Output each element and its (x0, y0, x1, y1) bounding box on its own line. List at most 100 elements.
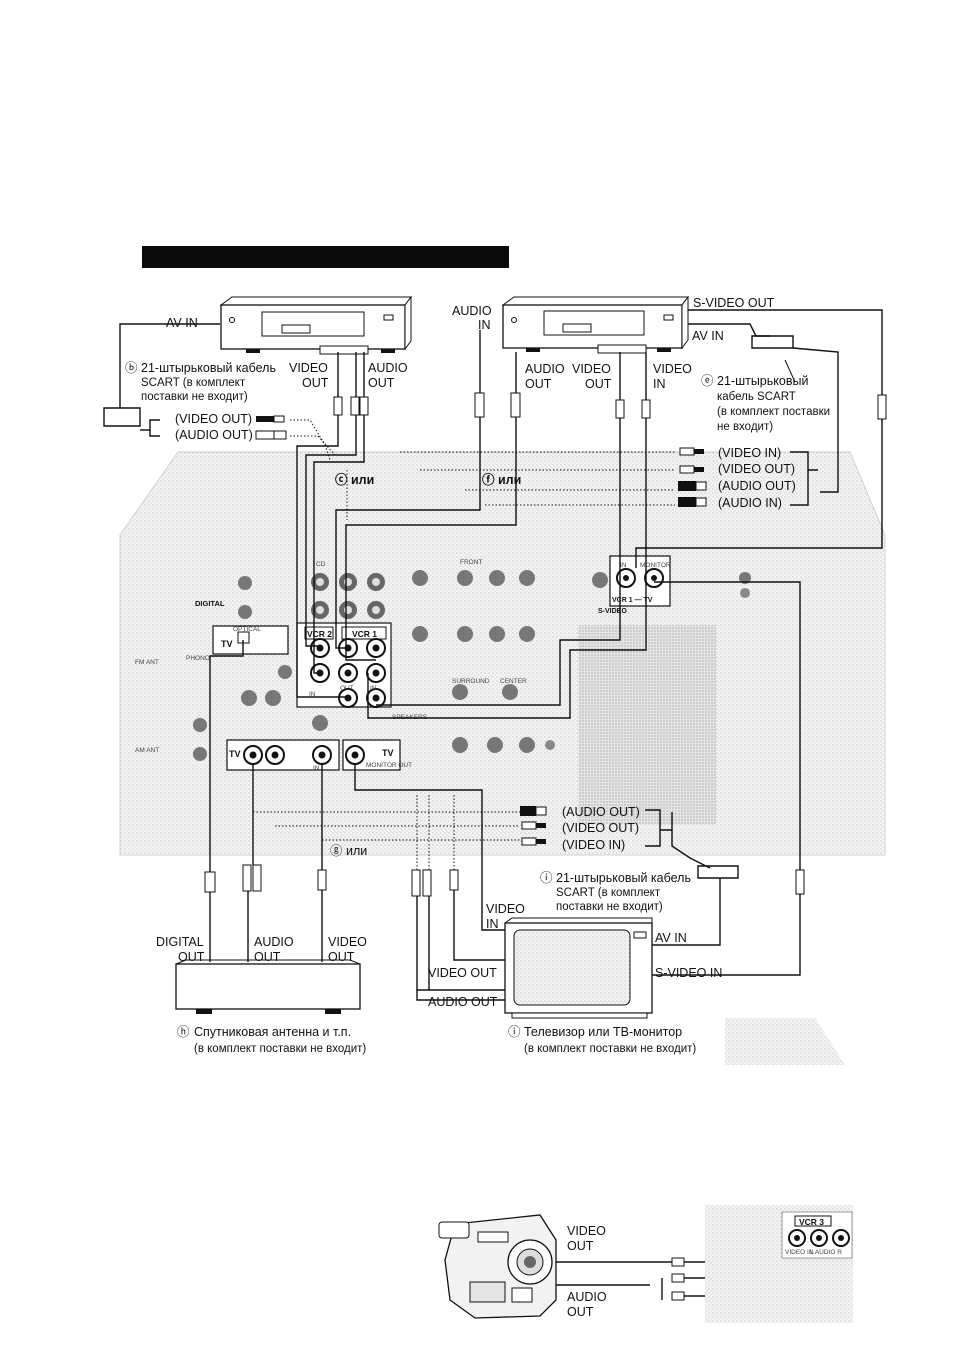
section-header-bar (142, 246, 509, 268)
vcr3-audio-label: L AUDIO R (810, 1249, 842, 1256)
right-vcr-video-in-label-1: VIDEO (653, 362, 692, 376)
sat-video-out-label-2: OUT (328, 950, 355, 964)
callout-e-line-2: кабель SCART (717, 391, 796, 403)
center-label: CENTER (500, 678, 527, 685)
tv-caption-line-1: Телевизор или ТВ-монитор (524, 1025, 682, 1039)
tv-caption-marker: ⓘ (508, 1025, 521, 1039)
right-vcr-video-in-label-2: IN (653, 377, 666, 391)
sat-caption-marker: ⓗ (177, 1025, 190, 1039)
cam-audio-out-label-2: OUT (567, 1305, 594, 1319)
sat-caption-line-2: (в комплект поставки не входит) (194, 1043, 366, 1055)
cam-audio-out-label-1: AUDIO (567, 1290, 607, 1304)
surround-label: SURROUND (452, 678, 490, 685)
or-label-f: ⓕ или (482, 472, 521, 487)
stippled-corner-panel (725, 1018, 845, 1065)
callout-e-line-1: 21-штырьковый (717, 374, 808, 388)
tv-caption-line-2: (в комплект поставки не входит) (524, 1043, 696, 1055)
vcr1-label: VCR 1 (352, 629, 377, 639)
right-vcr-video-out-label-2: OUT (585, 377, 612, 391)
s-video-in-label: IN (620, 562, 627, 569)
tv-av-in-label: AV IN (655, 931, 687, 945)
right-adapter-video-in: (VIDEO IN) (718, 446, 781, 460)
tv-video-in-label-2: IN (486, 917, 499, 931)
camcorder (438, 1214, 557, 1319)
callout-b-line-1: 21-штырьковый кабель (141, 361, 276, 375)
right-vcr-audio-in-label-1: AUDIO (452, 304, 492, 318)
or-label-c: ⓒ или (335, 472, 374, 487)
left-vcr (219, 295, 412, 355)
callout-b-line-3: поставки не входит) (141, 391, 248, 403)
sat-video-out-label-1: VIDEO (328, 935, 367, 949)
callout-b-marker: ⓑ (125, 361, 138, 375)
callout-e-line-4: не входит) (717, 421, 773, 433)
optical-tv-label: TV (221, 639, 233, 649)
callout-e-marker: ⓔ (701, 374, 714, 388)
s-video-label: S-VIDEO (598, 608, 627, 615)
right-adapter-audio-in: (AUDIO IN) (718, 496, 782, 510)
bottom-adapter-video-in: (VIDEO IN) (562, 838, 625, 852)
s-video-monitor-label: MONITOR (640, 562, 671, 569)
callout-b-line-2: SCART (в комплект (141, 377, 246, 389)
sat-caption-line-1: Спутниковая антенна и т.п. (194, 1025, 351, 1039)
panel-jack-grid (193, 570, 751, 761)
fm-ant-label: FM ANT (135, 659, 159, 666)
vcr-out-label: OUT (340, 685, 354, 692)
callout-i-cable-line-1: 21-штырьковый кабель (556, 871, 691, 885)
right-vcr-audio-out-label-1: AUDIO (525, 362, 565, 376)
cd-label: CD (316, 561, 326, 568)
vcr-in-label: IN (309, 691, 316, 698)
phono-label: PHONO (186, 655, 210, 662)
tv-video-in-label-1: VIDEO (486, 902, 525, 916)
left-adapter-audio-out: (AUDIO OUT) (175, 428, 253, 442)
monitor-out-label: MONITOR OUT (366, 762, 412, 769)
left-vcr-audio-out-label-2: OUT (368, 376, 395, 390)
right-vcr-av-in-label: AV IN (692, 329, 724, 343)
front-label: FRONT (460, 559, 482, 566)
left-vcr-audio-out-label-1: AUDIO (368, 361, 408, 375)
right-vcr-audio-out-label-2: OUT (525, 377, 552, 391)
left-vcr-av-in-label: AV IN (166, 316, 198, 330)
tv-audio-out-label: AUDIO OUT (428, 995, 498, 1009)
tv-s-video-in-label: S-VIDEO IN (655, 966, 722, 980)
right-vcr-audio-in-label-2: IN (478, 318, 491, 332)
cam-video-out-label-1: VIDEO (567, 1224, 606, 1238)
cam-video-out-label-2: OUT (567, 1239, 594, 1253)
digital-label: DIGITAL (195, 599, 225, 608)
tv-set (504, 917, 653, 1019)
sat-audio-out-label-1: AUDIO (254, 935, 294, 949)
callout-i-cable-line-2: SCART (в комплект (556, 887, 661, 899)
vcr3-label: VCR 3 (799, 1217, 824, 1227)
callout-i-cable-line-3: поставки не входит) (556, 901, 663, 913)
tv-label: TV (229, 749, 241, 759)
am-ant-label: AM ANT (135, 747, 159, 754)
tv-monitor-label: TV (382, 748, 394, 758)
right-adapter-audio-out: (AUDIO OUT) (718, 479, 796, 493)
receiver-rear-panel: DIGITAL OPTICAL TV VCR 2 VCR 1 IN OUT IN… (119, 451, 886, 856)
right-adapter-video-out: (VIDEO OUT) (718, 462, 795, 476)
right-vcr (501, 295, 689, 354)
vcr-tv-label: VCR 1 — TV (612, 597, 653, 604)
or-label-g: ⓖ или (330, 844, 367, 858)
callout-i-cable-marker: ⓘ (540, 871, 553, 885)
optical-label: OPTICAL (233, 626, 261, 633)
cable-lines (103, 309, 887, 1301)
bottom-adapter-video-out: (VIDEO OUT) (562, 821, 639, 835)
right-vcr-video-out-label-1: VIDEO (572, 362, 611, 376)
vcr3-video-in-label: VIDEO IN (785, 1249, 814, 1256)
digital-optical-tv-jack (212, 625, 289, 655)
left-vcr-video-out-label-2: OUT (302, 376, 329, 390)
sat-digital-out-label-2: OUT (178, 950, 205, 964)
tv-jack-block: TV IN TV MONITOR OUT (226, 739, 412, 772)
right-adapter-set: (VIDEO IN) (VIDEO OUT) (AUDIO OUT) (AUDI… (678, 446, 818, 510)
vcr1-vcr2-jack-block: VCR 2 VCR 1 IN OUT IN (296, 622, 392, 708)
vcr1-in-label: IN (370, 685, 377, 692)
sat-digital-out-label-1: DIGITAL (156, 935, 204, 949)
bottom-adapter-audio-out: (AUDIO OUT) (562, 805, 640, 819)
right-vcr-s-video-out-label: S-VIDEO OUT (693, 296, 775, 310)
tv-in-label: IN (313, 765, 320, 772)
vcr2-label: VCR 2 (307, 629, 332, 639)
left-adapter-video-out: (VIDEO OUT) (175, 412, 252, 426)
tv-video-out-label: VIDEO OUT (428, 966, 497, 980)
bottom-adapter-set: (AUDIO OUT) (VIDEO OUT) (VIDEO IN) (520, 805, 672, 852)
